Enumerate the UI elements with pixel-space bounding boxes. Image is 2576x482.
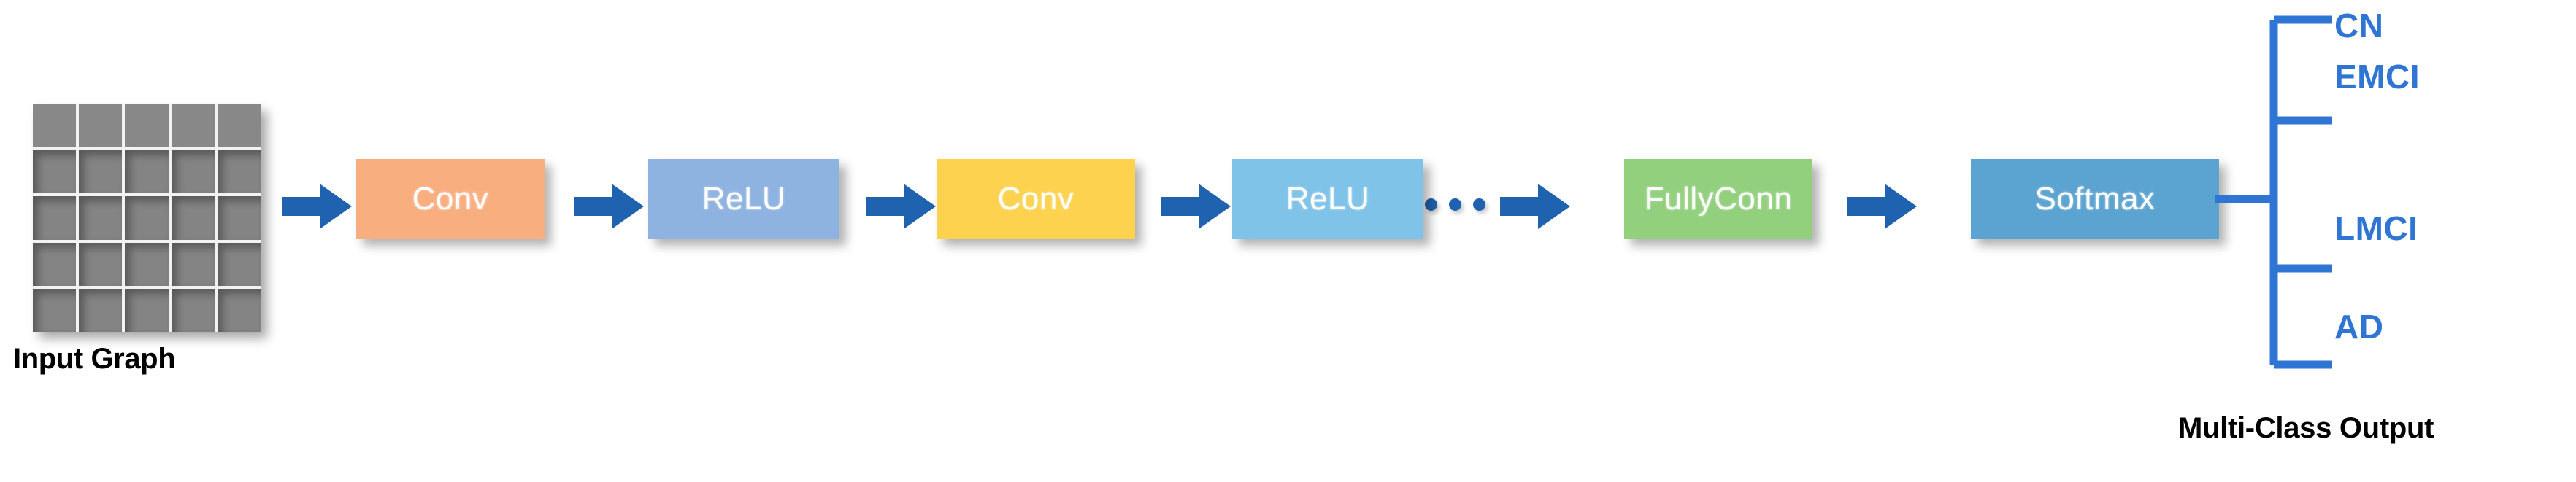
grid-cell (171, 150, 215, 194)
layer-box-conv-1[interactable]: Conv (356, 159, 545, 239)
ellipsis-dot (1425, 198, 1437, 211)
grid-cell (217, 288, 261, 332)
input-graph-block (33, 104, 261, 332)
layer-box-conv-2[interactable]: Conv (937, 159, 1135, 239)
grid-cell (125, 104, 169, 148)
arrow-fullyconn-to-softmax-icon (1847, 184, 1917, 229)
grid-cell (79, 196, 123, 240)
grid-cell (79, 150, 123, 194)
output-label-ad: AD (2334, 308, 2384, 346)
grid-cell (171, 242, 215, 286)
grid-cell (79, 104, 123, 148)
grid-cell (125, 196, 169, 240)
ellipsis-dots-icon (1425, 198, 1485, 211)
ellipsis-dot (1473, 198, 1485, 211)
grid-cell (79, 288, 123, 332)
input-graph-label: Input Graph (13, 343, 176, 375)
grid-cell (33, 242, 77, 286)
output-label-lmci: LMCI (2334, 209, 2418, 247)
grid-cell (217, 150, 261, 194)
multi-class-output-caption: Multi-Class Output (2178, 412, 2434, 444)
grid-cell (125, 288, 169, 332)
grid-cell (171, 196, 215, 240)
arrow-conv1-to-relu1-icon (574, 184, 644, 229)
grid-cell (171, 288, 215, 332)
layer-box-relu-1[interactable]: ReLU (648, 159, 839, 239)
grid-cell (33, 196, 77, 240)
grid-cell (217, 242, 261, 286)
grid-cell (125, 242, 169, 286)
grid-cell (125, 150, 169, 194)
grid-cell (217, 104, 261, 148)
arrow-relu2-to-fullyconn-icon (1500, 184, 1570, 229)
grid-cell (79, 242, 123, 286)
output-label-cn: CN (2334, 7, 2384, 44)
arrow-conv2-to-relu2-icon (1161, 184, 1231, 229)
grid-cell (33, 288, 77, 332)
layer-box-fullyconn[interactable]: FullyConn (1624, 159, 1812, 239)
layer-box-relu-2[interactable]: ReLU (1232, 159, 1423, 239)
output-label-emci: EMCI (2334, 58, 2420, 96)
grid-cell (33, 150, 77, 194)
input-graph-grid (33, 104, 261, 332)
arrow-relu1-to-conv2-icon (866, 184, 936, 229)
layer-box-softmax[interactable]: Softmax (1971, 159, 2219, 239)
grid-cell (33, 104, 77, 148)
output-branch-tree (2215, 0, 2354, 379)
ellipsis-dot (1449, 198, 1461, 211)
arrow-input-to-conv1-icon (282, 184, 352, 229)
grid-cell (217, 196, 261, 240)
grid-cell (171, 104, 215, 148)
